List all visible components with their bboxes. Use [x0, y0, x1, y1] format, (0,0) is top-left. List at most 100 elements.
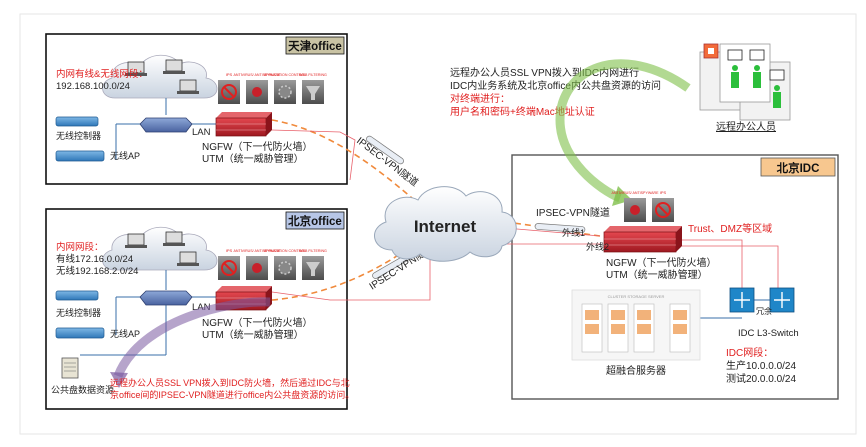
idc-auth-line1: 对终端进行：: [450, 92, 510, 105]
beijing-note-line2: 京office间的IPSEC-VPN隧道进行office内公共盘资源的访问。: [110, 389, 354, 400]
idc-l3-switch-b: [769, 287, 795, 313]
idc-line2-label: 外线2: [586, 241, 609, 252]
l3-switch-label: IDC L3-Switch: [738, 328, 799, 339]
tj-av-caption: ANTIVIRUS/ ANTISPYWARE: [234, 73, 282, 77]
tunnel-tube-idc: [534, 223, 586, 233]
bj-ips-caption: IPS: [226, 248, 233, 253]
tj-web-caption: WEB FILTERING: [299, 73, 327, 77]
beijing-ap-label: 无线AP: [110, 328, 140, 339]
tianjin-utm-label: UTM（统一威胁管理）: [202, 152, 304, 165]
beijing-utm-icons: [218, 256, 324, 280]
idc-note-line2: IDC内业务系统及北京office内公共盘资源的访问: [450, 79, 661, 92]
beijing-ngfw-label: NGFW（下一代防火墙）: [202, 316, 313, 329]
beijing-wan-link: [271, 255, 431, 301]
outer-frame: [19, 13, 857, 435]
ips-icon: [652, 198, 674, 222]
pc-icon: [177, 79, 199, 94]
antivirus-icon: [246, 80, 268, 104]
server-node: [581, 303, 603, 353]
server-node: [633, 303, 655, 353]
user-icon: [769, 69, 785, 108]
beijing-access-arrow: [113, 297, 271, 378]
beijing-wlc-label: 无线控制器: [56, 307, 101, 318]
beijing-utm-label: UTM（统一威胁管理）: [202, 328, 304, 341]
idc-prod-range: 生产10.0.0.0/24: [726, 359, 796, 372]
idc-auth-line2: 用户名和密码+终端Mac地址认证: [450, 105, 595, 118]
hci-label: 超融合服务器: [606, 364, 666, 377]
hci-banner: CLUSTER STORAGE SERVER: [608, 294, 665, 299]
idc-test-range: 测试20.0.0.0/24: [726, 372, 796, 385]
hci-cluster: CLUSTER STORAGE SERVER: [571, 289, 701, 361]
idc-l3-switch-a: [729, 287, 755, 313]
remote-users-group: [699, 43, 791, 121]
antivirus-icon: [246, 256, 268, 280]
tianjin-title: 天津office: [288, 39, 342, 53]
tianjin-wireless-ap: [55, 150, 105, 162]
bj-av-caption: ANTIVIRUS/ ANTISPYWARE: [234, 249, 282, 253]
idc-ngfw-label: NGFW（下一代防火墙）: [606, 256, 717, 269]
tianjin-ngfw-label: NGFW（下一代防火墙）: [202, 140, 313, 153]
bj-web-caption: WEB FILTERING: [299, 249, 327, 253]
tianjin-switch: [139, 117, 193, 133]
tianjin-lan-cloud: [102, 54, 218, 99]
idc-wan-link1: [504, 227, 601, 237]
beijing-lan-port: LAN: [192, 302, 211, 313]
pc-icon: [163, 231, 185, 246]
idc-av-caption: ANTIVIRUS/ ANTISPYWARE: [612, 191, 660, 195]
idc-net-label: IDC网段：: [726, 346, 773, 359]
tunnel-idc-label: IPSEC-VPN隧道: [536, 206, 610, 219]
beijing-switch: [139, 290, 193, 306]
pc-icon: [177, 251, 199, 266]
server-node: [669, 303, 691, 353]
beijing-lan-cloud: [102, 226, 218, 271]
tianjin-utm-icons: [218, 80, 324, 104]
beijing-wireless-range: 无线192.168.2.0/24: [56, 265, 138, 277]
idc-utm-icons: [624, 198, 674, 222]
beijing-note-line1: 远程办公人员SSL VPN拨入到IDC防火墙，然后通过IDC与北: [110, 377, 350, 388]
tianjin-lan-label: 内网有线&无线网段：: [56, 68, 148, 80]
pc-icon: [125, 233, 147, 248]
internet-cloud: Internet: [374, 186, 517, 262]
tianjin-wireless-controller: [55, 116, 99, 127]
tunnel-tube-tianjin: [366, 135, 404, 165]
remote-access-arrow: [555, 59, 691, 203]
idc-ips-caption: IPS: [660, 190, 667, 195]
idc-title: 北京IDC: [777, 161, 820, 175]
shield-icon: [703, 43, 719, 59]
beijing-wireless-ap: [55, 327, 105, 339]
tianjin-firewall: [215, 112, 272, 137]
tianjin-ap-label: 无线AP: [110, 150, 140, 161]
web-filter-icon: [302, 256, 324, 280]
user-icon: [749, 49, 765, 88]
app-control-icon: [274, 256, 296, 280]
tj-ips-caption: IPS: [226, 72, 233, 77]
pc-icon: [163, 59, 185, 74]
ips-icon: [218, 256, 240, 280]
app-control-icon: [274, 80, 296, 104]
idc-utm-label: UTM（统一威胁管理）: [606, 268, 708, 281]
share-server: [61, 357, 79, 379]
server-node: [607, 303, 629, 353]
antivirus-icon: [624, 198, 646, 222]
tianjin-lan-range: 192.168.100.0/24: [56, 81, 130, 92]
bj-app-caption: APPLICATION CONTROL: [264, 249, 306, 253]
tj-app-caption: APPLICATION CONTROL: [264, 73, 306, 77]
pc-icon: [125, 61, 147, 76]
beijing-wired-range: 有线172.16.0.0/24: [56, 253, 133, 265]
remote-users-label: 远程办公人员: [716, 120, 776, 133]
redundant-label: 冗余: [756, 306, 772, 316]
beijing-access-arrowhead: [110, 372, 128, 388]
beijing-title: 北京office: [288, 214, 342, 228]
internet-label: Internet: [414, 217, 477, 236]
idc-firewall: [603, 226, 682, 253]
idc-line1-label: 外线1: [562, 227, 585, 238]
idc-trust-label: Trust、DMZ等区域: [688, 222, 772, 235]
user-icon: [727, 49, 743, 88]
tianjin-lan-port: LAN: [192, 127, 211, 138]
web-filter-icon: [302, 80, 324, 104]
tunnel-tianjin-line: [271, 119, 421, 206]
beijing-lan-label: 内网网段：: [56, 241, 104, 253]
beijing-wireless-controller: [55, 290, 99, 301]
